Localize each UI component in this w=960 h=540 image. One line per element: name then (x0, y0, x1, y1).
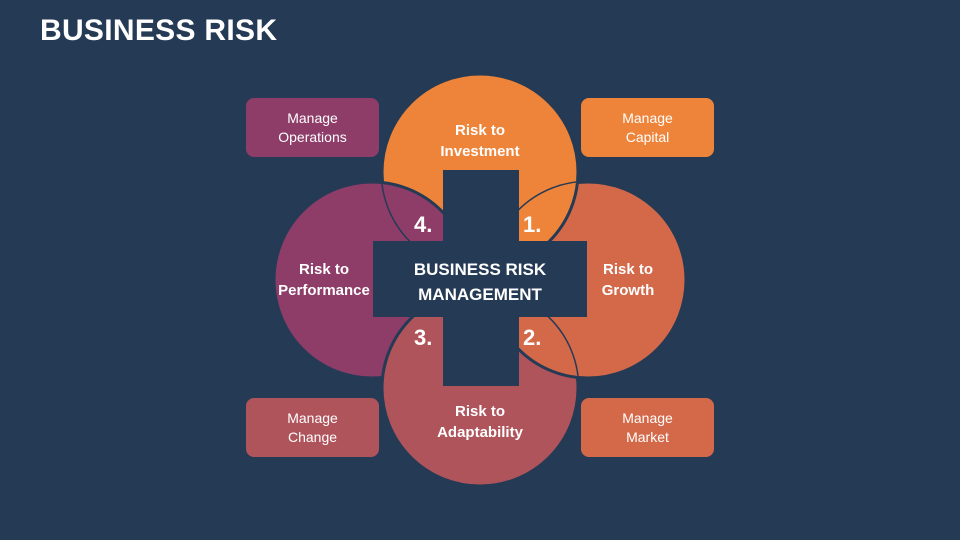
petal-label-line2: Growth (601, 282, 655, 299)
tag-manage-operations: Manage Operations (246, 98, 379, 157)
tag-line1: Manage (287, 409, 338, 426)
overlap-performance (382, 180, 472, 270)
step-number-3: 3. (414, 325, 433, 350)
center-label: BUSINESS RISK MANAGEMENT (373, 257, 587, 307)
tag-line2: Capital (625, 128, 670, 145)
center-label-line1: BUSINESS RISK (413, 260, 547, 279)
tag-line2: Change (287, 428, 338, 445)
tag-line1: Manage (287, 109, 338, 126)
center-cross (373, 170, 587, 386)
page-title: BUSINESS RISK (40, 14, 278, 47)
petal-label-line1: Risk to (602, 261, 653, 278)
tag-line2: Market (626, 428, 669, 445)
step-number-2: 2. (523, 325, 542, 350)
petal-label-line2: Investment (440, 143, 520, 160)
petal-label-investment: Risk to Investment (420, 120, 540, 162)
petal-label-line2: Performance (278, 282, 370, 299)
tag-manage-capital: Manage Capital (581, 98, 714, 157)
petal-label-performance: Risk to Performance (272, 259, 376, 301)
petal-label-line1: Risk to (454, 403, 505, 420)
tag-manage-market: Manage Market (581, 398, 714, 457)
tag-line2: Operations (278, 128, 347, 145)
petal-label-line2: Adaptability (437, 424, 523, 441)
tag-line1: Manage (622, 109, 673, 126)
tag-manage-change: Manage Change (246, 398, 379, 457)
center-label-line2: MANAGEMENT (418, 285, 542, 304)
step-number-1: 1. (523, 212, 542, 237)
step-number-4: 4. (414, 212, 433, 237)
petal-label-adaptability: Risk to Adaptability (420, 401, 540, 443)
tag-line1: Manage (622, 409, 673, 426)
overlap-growth (488, 290, 578, 380)
petal-label-line1: Risk to (454, 122, 505, 139)
overlap-investment (490, 182, 580, 272)
petal-label-line1: Risk to (298, 261, 349, 278)
petal-label-growth: Risk to Growth (583, 259, 673, 301)
